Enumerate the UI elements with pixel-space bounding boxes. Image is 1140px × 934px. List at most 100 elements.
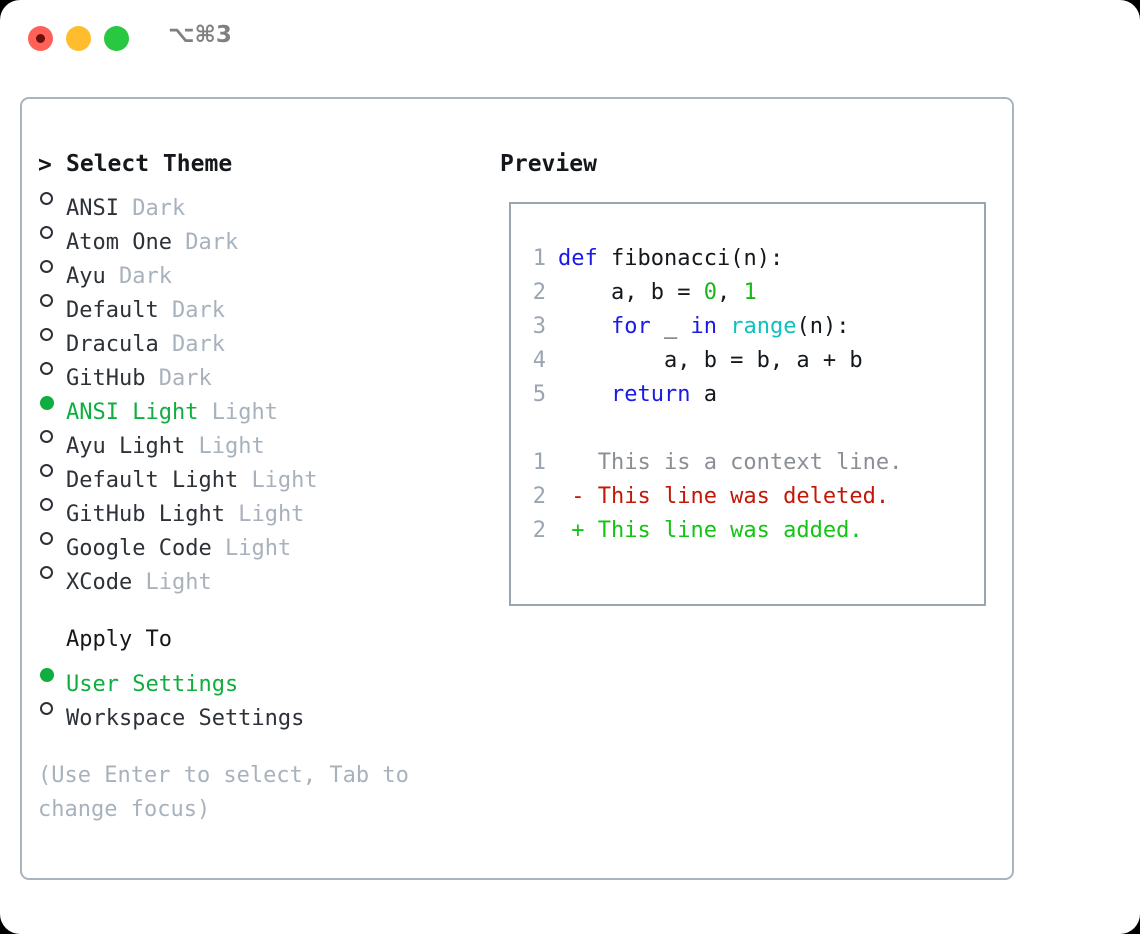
- theme-option-github[interactable]: GitHub Dark: [38, 351, 468, 391]
- theme-name-gap: [106, 260, 119, 294]
- theme-variant-badge: Light: [145, 570, 212, 595]
- radio-unselected-icon: [38, 317, 66, 351]
- theme-option-github-light[interactable]: GitHub Light Light: [38, 487, 468, 527]
- apply-to-option-user-settings[interactable]: User Settings: [38, 657, 468, 697]
- radio-unselected-icon: [38, 521, 66, 555]
- theme-name-gap: [198, 396, 211, 430]
- theme-variant-badge: Dark: [132, 196, 186, 221]
- diff-sample: 1 This is a context line.2 - This line w…: [524, 446, 903, 548]
- diff-line-add: 2 + This line was added.: [524, 514, 902, 548]
- theme-option-default-light[interactable]: Default Light Light: [38, 453, 468, 493]
- radio-unselected-icon: [38, 215, 66, 249]
- theme-variant-badge: Light: [251, 468, 318, 493]
- theme-option-atom-one[interactable]: Atom One Dark: [38, 215, 468, 255]
- code-token-plain: [558, 314, 611, 339]
- theme-variant-badge: Dark: [119, 264, 172, 289]
- diff-line-number: 2: [532, 518, 546, 543]
- theme-name: Default: [66, 298, 159, 323]
- diff-line-del: 2 - This line was deleted.: [524, 480, 902, 514]
- code-line-number: 1: [532, 246, 546, 271]
- theme-name: Google Code: [66, 536, 212, 561]
- theme-option-xcode[interactable]: XCode Light: [38, 555, 468, 595]
- theme-variant-badge: Dark: [171, 298, 225, 323]
- maximize-window-button[interactable]: [104, 26, 129, 51]
- theme-name: ANSI: [66, 196, 119, 221]
- theme-name: ANSI Light: [66, 400, 199, 425]
- code-token-kw: return: [610, 382, 691, 407]
- theme-name-gap: [225, 498, 238, 532]
- radio-unselected-icon: [38, 419, 66, 453]
- code-token-plain: (n):: [796, 314, 850, 339]
- code-line-number: 4: [532, 348, 546, 373]
- apply-to-label: User Settings: [66, 672, 239, 697]
- radio-unselected-icon: [38, 283, 66, 317]
- theme-name: Atom One: [66, 230, 172, 255]
- code-token-kw: def: [558, 246, 611, 271]
- code-line-text: a, b = 0, 1: [558, 276, 757, 310]
- theme-name-gap: [145, 362, 158, 396]
- keyboard-shortcut-label: ⌥⌘3: [168, 22, 232, 48]
- radio-unselected-icon: [38, 555, 66, 589]
- keyboard-hint-text: (Use Enter to select, Tab to change focu…: [38, 763, 423, 822]
- preview-heading: Preview: [500, 151, 597, 177]
- code-line-text: return a: [558, 378, 717, 412]
- radio-unselected-icon: [38, 249, 66, 283]
- selection-caret-icon: >: [38, 152, 52, 178]
- theme-name: XCode: [66, 570, 133, 595]
- code-line: 5 return a: [524, 378, 902, 412]
- theme-name-gap: [159, 294, 172, 328]
- theme-name-gap: [132, 566, 145, 600]
- diff-line-text: - This line was deleted.: [558, 484, 890, 509]
- theme-option-ansi[interactable]: ANSI Dark: [38, 181, 468, 221]
- minimize-window-button[interactable]: [66, 26, 91, 51]
- code-token-plain: _: [650, 314, 691, 339]
- theme-option-ayu[interactable]: Ayu Dark: [38, 249, 468, 289]
- theme-variant-badge: Light: [238, 502, 305, 527]
- theme-option-ayu-light[interactable]: Ayu Light Light: [38, 419, 468, 459]
- radio-unselected-icon: [38, 453, 66, 487]
- theme-name-gap: [172, 226, 185, 260]
- theme-option-ansi-light[interactable]: ANSI Light Light: [38, 385, 468, 425]
- theme-option-default[interactable]: Default Dark: [38, 283, 468, 323]
- code-token-plain: ,: [716, 280, 744, 305]
- radio-unselected-icon: [38, 487, 66, 521]
- theme-name-gap: [185, 430, 198, 464]
- code-token-plain: [558, 382, 611, 407]
- code-token-fn: fibonacci: [610, 246, 731, 271]
- code-line-text: a, b = b, a + b: [558, 344, 863, 378]
- theme-option-dracula[interactable]: Dracula Dark: [38, 317, 468, 357]
- theme-variant-badge: Dark: [171, 332, 225, 357]
- theme-option-google-code[interactable]: Google Code Light: [38, 521, 468, 561]
- apply-to-option-workspace-settings[interactable]: Workspace Settings: [38, 691, 468, 731]
- diff-line-ctx: 1 This is a context line.: [524, 446, 903, 480]
- theme-name: GitHub Light: [66, 502, 225, 527]
- radio-selected-icon: [38, 385, 66, 419]
- theme-name-gap: [238, 464, 251, 498]
- code-token-num: 1: [743, 280, 757, 305]
- close-window-button[interactable]: [28, 26, 53, 51]
- apply-to-label: Workspace Settings: [66, 706, 305, 731]
- theme-name-gap: [212, 532, 225, 566]
- code-token-plain: a: [690, 382, 717, 407]
- code-line-number: 2: [532, 280, 546, 305]
- code-token-plain: [717, 314, 730, 339]
- code-line: 3 for _ in range(n):: [524, 310, 902, 344]
- select-theme-heading-row: > Select Theme: [38, 147, 468, 181]
- radio-unselected-icon: [38, 691, 66, 725]
- theme-name: Dracula: [66, 332, 159, 357]
- code-line-text: for _ in range(n):: [558, 310, 849, 344]
- diff-line-text: This is a context line.: [558, 450, 903, 475]
- apply-to-heading: Apply To: [66, 627, 172, 652]
- code-token-plain: a, b = b, a + b: [558, 348, 863, 373]
- code-blank-line: [524, 412, 902, 446]
- code-token-plain: a, b =: [558, 280, 704, 305]
